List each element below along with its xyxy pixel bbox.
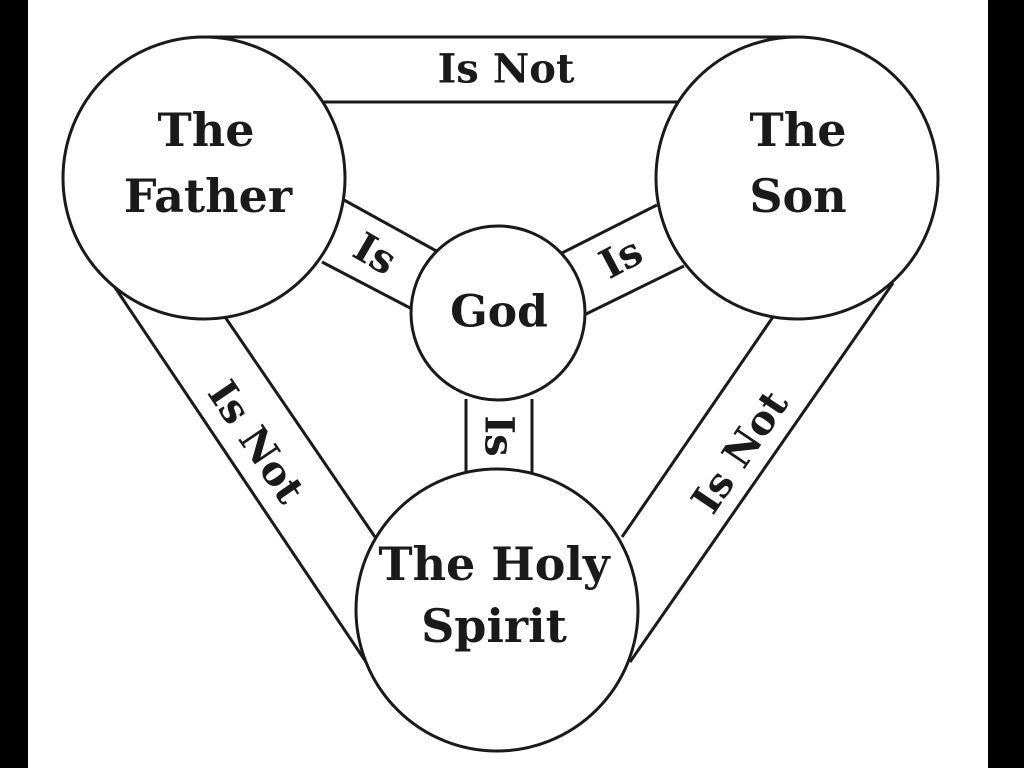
relation-father-god-label: Is — [345, 223, 404, 284]
spirit-label-line1: The Holy — [378, 537, 611, 591]
band-father-spirit — [110, 282, 377, 663]
band-son-spirit-inner-edge — [620, 313, 777, 538]
relation-father-spirit-label: Is Not — [198, 372, 314, 512]
node-father — [61, 35, 347, 321]
band-father-son — [205, 35, 797, 104]
god-label: God — [450, 287, 548, 338]
band-father-spirit-inner-edge — [221, 313, 377, 538]
spirit-label-line2: Spirit — [421, 599, 568, 653]
band-father-god — [321, 198, 441, 312]
relation-spirit-god-label: Is — [476, 415, 523, 456]
father-label-line1: The — [158, 103, 255, 157]
son-label-line1: The — [750, 103, 847, 157]
father-label-line2: Father — [124, 169, 293, 223]
band-son-god-lower-edge — [583, 264, 685, 317]
node-holy-spirit — [354, 467, 640, 753]
node-son — [654, 35, 940, 321]
relation-father-son-label: Is Not — [438, 46, 575, 93]
band-father-god-upper-edge — [343, 198, 441, 255]
band-spirit-god — [464, 399, 534, 474]
band-father-god-lower-edge — [321, 260, 415, 312]
band-father-spirit-outer-edge — [110, 282, 368, 663]
relation-son-god-label: Is — [592, 228, 650, 289]
band-son-spirit-outer-edge — [628, 282, 895, 663]
band-son-god-upper-edge — [559, 203, 658, 256]
son-label-line2: Son — [749, 169, 846, 223]
band-son-god — [559, 203, 685, 317]
node-god — [409, 224, 587, 402]
band-son-spirit — [620, 282, 895, 663]
